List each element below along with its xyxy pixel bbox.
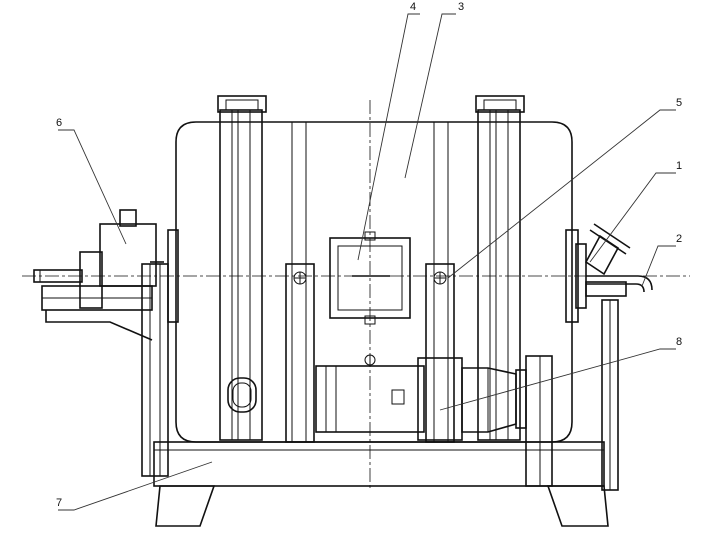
drum-body <box>175 121 573 443</box>
gear-reducer <box>417 355 553 487</box>
steam-inlet <box>584 223 631 276</box>
base-frame <box>153 441 609 527</box>
right-bearing-block <box>425 263 455 443</box>
callout-3: 3 <box>458 1 464 13</box>
left-bearing-block <box>285 263 315 443</box>
left-ring-frame <box>217 95 267 441</box>
callout-8: 8 <box>676 336 682 348</box>
outlet-pipe <box>585 275 653 297</box>
callout-6: 6 <box>56 117 62 129</box>
manhole-cover <box>329 231 411 325</box>
callout-5: 5 <box>676 97 682 109</box>
right-support-column <box>601 299 619 491</box>
callout-7: 7 <box>56 497 62 509</box>
callout-1: 1 <box>676 160 682 172</box>
sight-glass <box>227 377 257 413</box>
left-support-column <box>141 263 169 477</box>
leader-lines <box>58 13 676 511</box>
callout-4: 4 <box>410 1 416 13</box>
left-drive-assembly <box>33 209 179 341</box>
callout-2: 2 <box>676 233 682 245</box>
drive-motor <box>315 354 425 433</box>
right-ring-frame <box>475 95 525 441</box>
